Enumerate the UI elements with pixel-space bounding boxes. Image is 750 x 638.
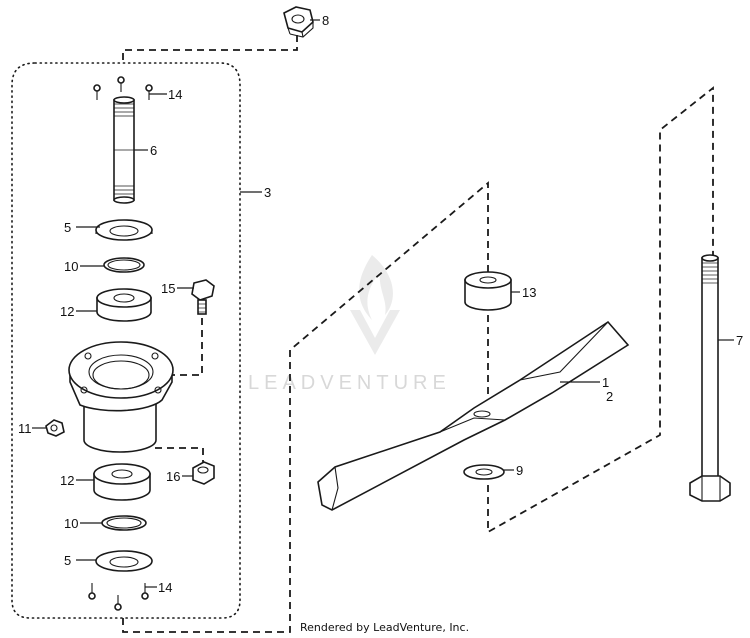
blade-bolt — [689, 254, 731, 502]
callout-10-top: 10 — [64, 259, 78, 274]
watermark-text: LEADVENTURE — [248, 372, 451, 394]
nut-top — [283, 6, 314, 38]
bearing-retainer-bottom — [95, 550, 153, 572]
grease-fitting-side — [45, 419, 65, 437]
snap-ring-bottom — [101, 515, 147, 531]
callout-1: 1 — [602, 375, 609, 390]
bearing-top — [96, 288, 152, 322]
callout-16: 16 — [166, 469, 180, 484]
spindle-housing — [68, 341, 174, 453]
callout-12-bottom: 12 — [60, 473, 74, 488]
callout-8: 8 — [322, 13, 329, 28]
dashed-connectors — [122, 35, 714, 633]
spindle-shaft — [113, 96, 135, 204]
grease-fittings-bottom — [88, 583, 149, 611]
callout-6: 6 — [150, 143, 157, 158]
watermark: LEADVENTURE — [248, 255, 451, 394]
spacer — [464, 271, 512, 311]
leader-lines — [32, 19, 734, 588]
nut-16 — [192, 461, 215, 485]
callout-2: 2 — [606, 389, 613, 404]
callout-11: 11 — [18, 421, 32, 436]
bearing-retainer-top — [95, 219, 153, 241]
render-credit: Rendered by LeadVenture, Inc. — [300, 621, 470, 634]
bearing-bottom — [93, 463, 151, 501]
callout-5-bottom: 5 — [64, 553, 71, 568]
washer — [463, 464, 505, 480]
callouts: 8 14 6 3 5 10 12 15 11 12 16 10 5 14 13 … — [18, 13, 743, 595]
callout-13: 13 — [522, 285, 536, 300]
callout-3: 3 — [264, 185, 271, 200]
grease-fittings-top — [93, 76, 153, 100]
callout-10-bottom: 10 — [64, 516, 78, 531]
callout-5-top: 5 — [64, 220, 71, 235]
callout-9: 9 — [516, 463, 523, 478]
callout-14-top: 14 — [168, 87, 182, 102]
callout-12-top: 12 — [60, 304, 74, 319]
bolt-15 — [191, 279, 215, 315]
snap-ring-top — [103, 257, 145, 273]
callout-15: 15 — [161, 281, 175, 296]
callout-7: 7 — [736, 333, 743, 348]
callout-14-bottom: 14 — [158, 580, 172, 595]
mower-blade — [317, 320, 630, 511]
